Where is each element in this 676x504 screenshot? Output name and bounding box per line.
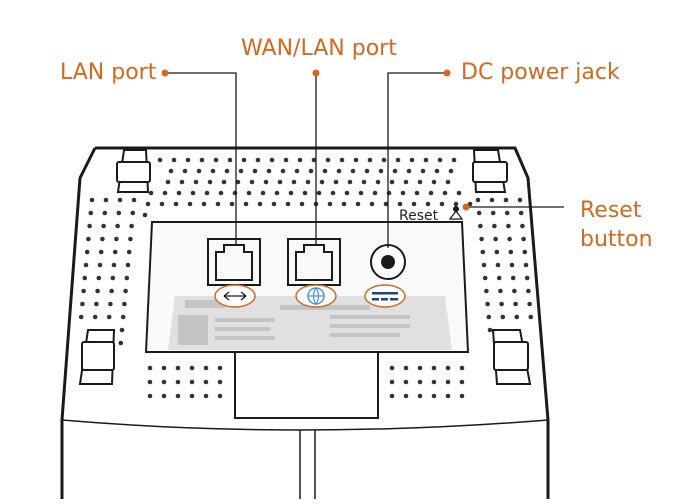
- router-body: [60, 146, 550, 499]
- wan-lan-port-label: WAN/LAN port: [241, 36, 397, 61]
- reset-button-label: Reset button: [580, 196, 653, 254]
- reset-button-label-line2: button: [580, 227, 653, 252]
- reset-button-label-line1: Reset: [580, 198, 642, 223]
- reset-triangle: [448, 210, 464, 220]
- globe-icon: [295, 284, 337, 308]
- dc-power-jack-label: DC power jack: [461, 60, 620, 85]
- lan-port-label: LAN port: [60, 60, 157, 85]
- reset-hole: [453, 206, 459, 212]
- callout-leaders: [165, 72, 564, 248]
- rubber-feet: [78, 149, 532, 385]
- device-reset-marking: Reset: [399, 208, 439, 224]
- lan-arrows-icon: [214, 284, 256, 308]
- dc-power-jack: [370, 244, 406, 280]
- dc-power-icon: [364, 284, 406, 308]
- callout-dots: [161, 69, 470, 211]
- router-base-line: [61, 419, 549, 431]
